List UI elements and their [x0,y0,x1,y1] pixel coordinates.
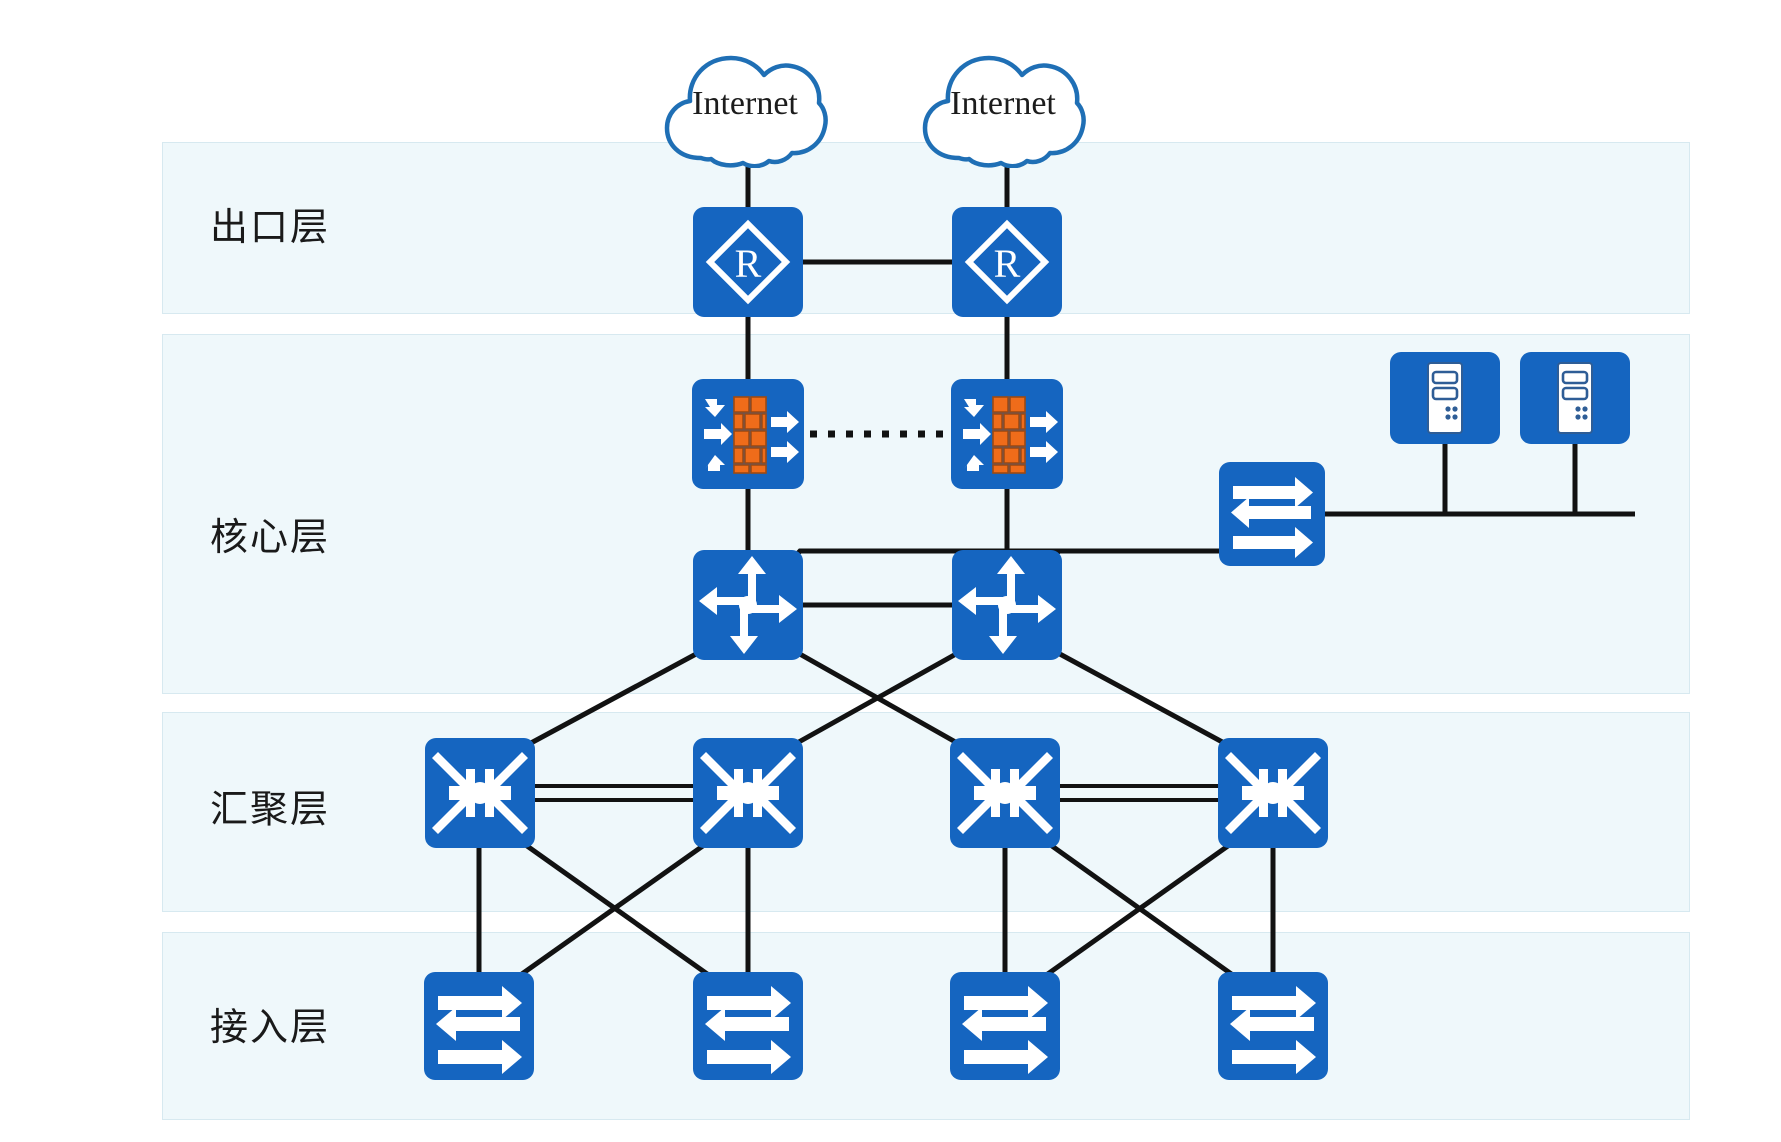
multilayer-switch-icon [952,550,1062,660]
switch-icon [1218,972,1328,1080]
aggregation-switch-icon [1218,738,1328,848]
device-firewall-1[interactable] [692,379,804,494]
layer-band-aggregation [162,712,1690,912]
device-firewall-2[interactable] [951,379,1063,494]
cloud-icon [664,55,828,169]
device-access-switch-2[interactable] [693,972,803,1085]
device-aggregation-switch-2[interactable] [693,738,803,853]
device-aggregation-switch-4[interactable] [1218,738,1328,853]
switch-icon [693,972,803,1080]
server-icon [1520,352,1630,444]
layer-label-aggregation: 汇聚层 [210,787,331,831]
device-access-switch-1[interactable] [424,972,534,1085]
layer-band-access [162,932,1690,1120]
cloud-internet-2: Internet [919,46,1087,169]
aggregation-switch-icon [425,738,535,848]
device-aggregation-switch-1[interactable] [425,738,535,853]
svg-text:R: R [994,241,1021,286]
layer-label-access: 接入层 [210,1005,331,1049]
device-router-1[interactable]: R [693,207,803,322]
firewall-icon [692,379,804,489]
device-core-switch-1[interactable] [693,550,803,665]
device-access-switch-3[interactable] [950,972,1060,1085]
device-core-switch-2[interactable] [952,550,1062,665]
device-aggregation-switch-3[interactable] [950,738,1060,853]
router-icon: R [952,207,1062,317]
device-server-farm-switch[interactable] [1219,462,1325,571]
svg-text:R: R [735,241,762,286]
cloud-icon [922,55,1086,169]
device-access-switch-4[interactable] [1218,972,1328,1085]
layer-band-egress [162,142,1690,314]
cloud-internet-1: Internet [661,46,829,169]
firewall-icon [951,379,1063,489]
device-server-2[interactable] [1520,352,1630,449]
switch-icon [424,972,534,1080]
multilayer-switch-icon [693,550,803,660]
router-icon: R [693,207,803,317]
aggregation-switch-icon [693,738,803,848]
server-icon [1390,352,1500,444]
switch-icon [950,972,1060,1080]
switch-icon [1219,462,1325,566]
layer-label-core: 核心层 [210,515,331,559]
layer-label-egress: 出口层 [210,205,331,249]
device-server-1[interactable] [1390,352,1500,449]
aggregation-switch-icon [950,738,1060,848]
device-router-2[interactable]: R [952,207,1062,322]
